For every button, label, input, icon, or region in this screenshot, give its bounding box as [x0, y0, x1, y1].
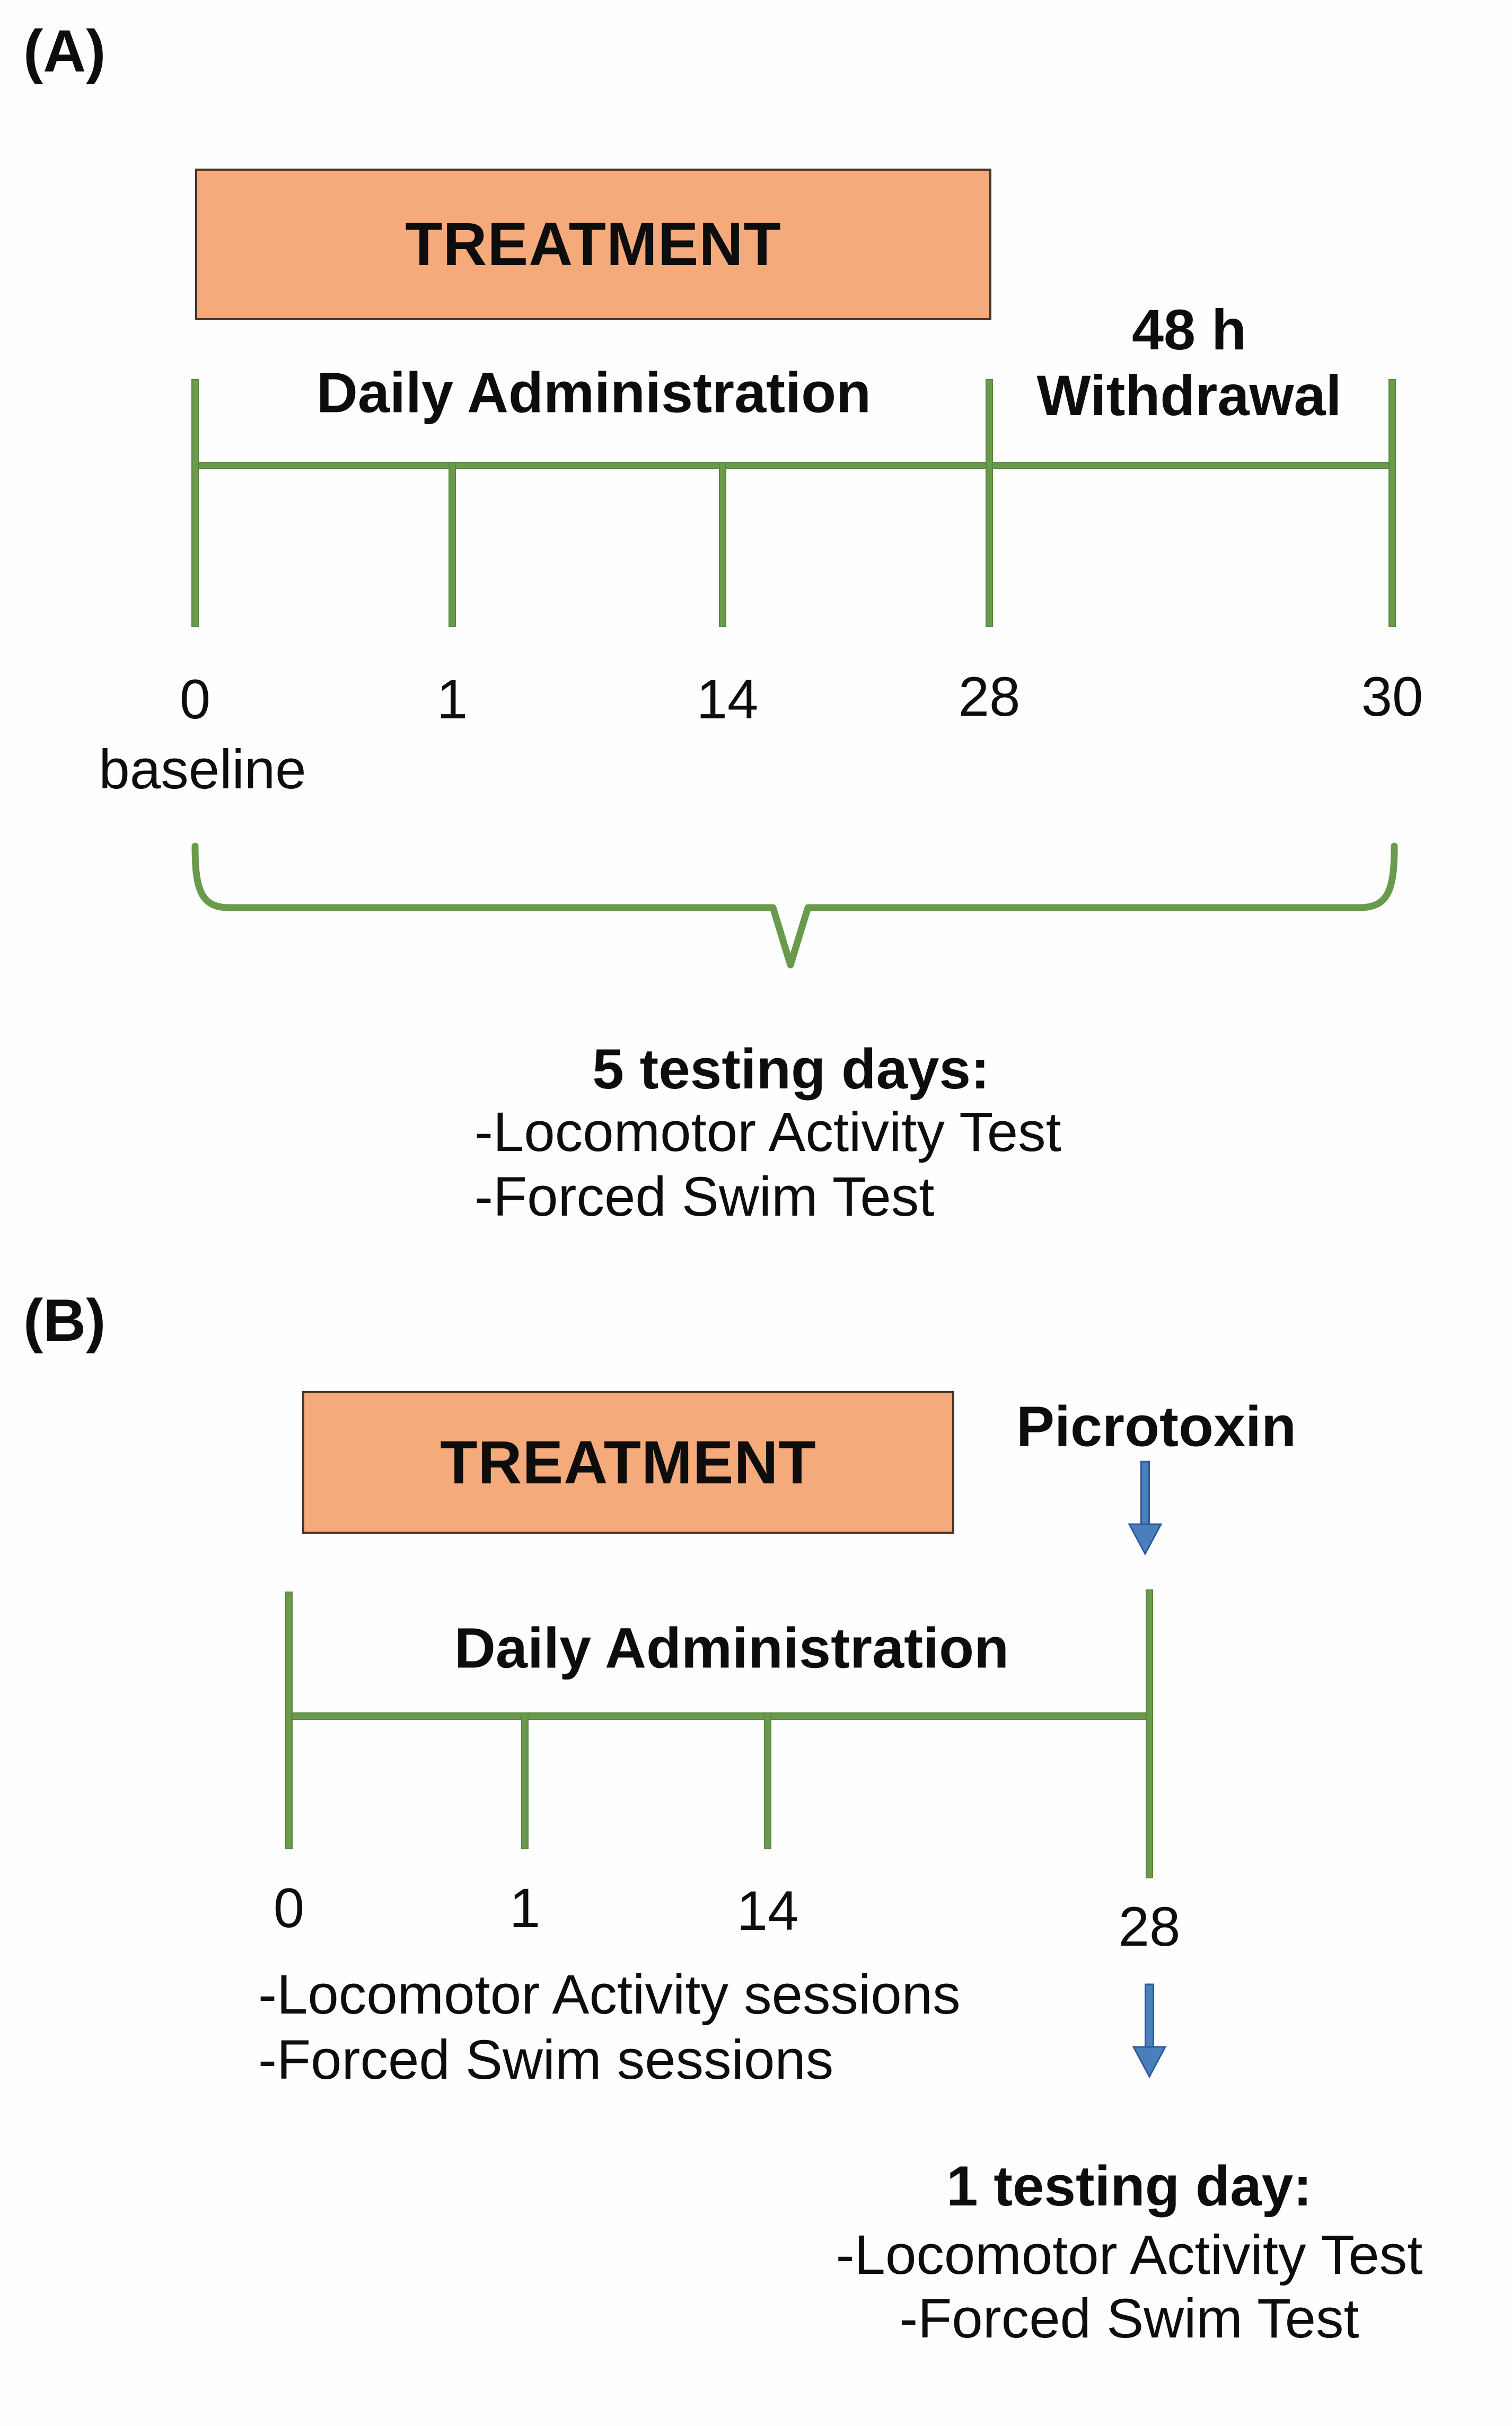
panel-a-label: (A)	[23, 18, 106, 84]
daily-administration-label-a: Daily Administration	[316, 360, 872, 425]
timeline-a-tick-day14	[719, 462, 726, 627]
picrotoxin-label: Picrotoxin	[1016, 1394, 1297, 1458]
testing-day-down-arrow-icon	[1132, 1983, 1167, 2079]
testing-days-title-a: 5 testing days:	[592, 1037, 990, 1101]
timeline-a-tick-day0	[191, 379, 199, 627]
timeline-a-tick-day1	[449, 462, 456, 627]
treatment-box-b-title: TREATMENT	[440, 1428, 816, 1497]
tick-label-b-28: 28	[1118, 1896, 1181, 1958]
withdrawal-label: 48 h Withdrawal	[1036, 297, 1341, 428]
tick-label-a-1: 1	[436, 669, 468, 731]
testing-item-a-forced-swim: -Forced Swim Test	[474, 1166, 935, 1228]
timeline-b-tick-day28	[1146, 1589, 1153, 1878]
withdrawal-line-1: 48 h	[1131, 297, 1247, 362]
testing-item-b-locomotor: -Locomotor Activity Test	[836, 2224, 1423, 2286]
underbrace-icon	[191, 842, 1398, 969]
session-item-locomotor: -Locomotor Activity sessions	[258, 1964, 961, 2026]
picrotoxin-down-arrow-icon	[1128, 1461, 1163, 1556]
treatment-box-a: TREATMENT	[195, 169, 991, 320]
tick-label-a-30: 30	[1361, 666, 1423, 728]
withdrawal-line-2: Withdrawal	[1036, 363, 1342, 427]
testing-day-title-b: 1 testing day:	[946, 2154, 1312, 2218]
panel-b-label: (B)	[23, 1287, 106, 1353]
tick-label-a-0: 0	[179, 669, 211, 731]
treatment-box-b: TREATMENT	[302, 1391, 954, 1534]
testing-item-b-forced-swim: -Forced Swim Test	[899, 2288, 1359, 2350]
session-item-forced-swim: -Forced Swim sessions	[258, 2029, 834, 2091]
timeline-b-tick-day0	[285, 1592, 293, 1849]
baseline-label: baseline	[99, 739, 306, 801]
tick-label-b-14: 14	[736, 1880, 799, 1942]
tick-label-a-28: 28	[958, 666, 1021, 728]
timeline-b-axis	[285, 1712, 1153, 1720]
timeline-a-axis	[191, 462, 1396, 469]
timeline-a-tick-day30	[1388, 379, 1396, 627]
timeline-a-tick-day28	[986, 379, 993, 627]
treatment-box-a-title: TREATMENT	[405, 210, 781, 278]
daily-administration-label-b: Daily Administration	[454, 1615, 1009, 1680]
timeline-b-tick-day1	[521, 1712, 529, 1849]
tick-label-b-0: 0	[273, 1877, 305, 1939]
timeline-b-tick-day14	[764, 1712, 771, 1849]
tick-label-a-14: 14	[696, 669, 759, 731]
tick-label-b-1: 1	[509, 1877, 541, 1939]
testing-item-a-locomotor: -Locomotor Activity Test	[474, 1101, 1061, 1163]
